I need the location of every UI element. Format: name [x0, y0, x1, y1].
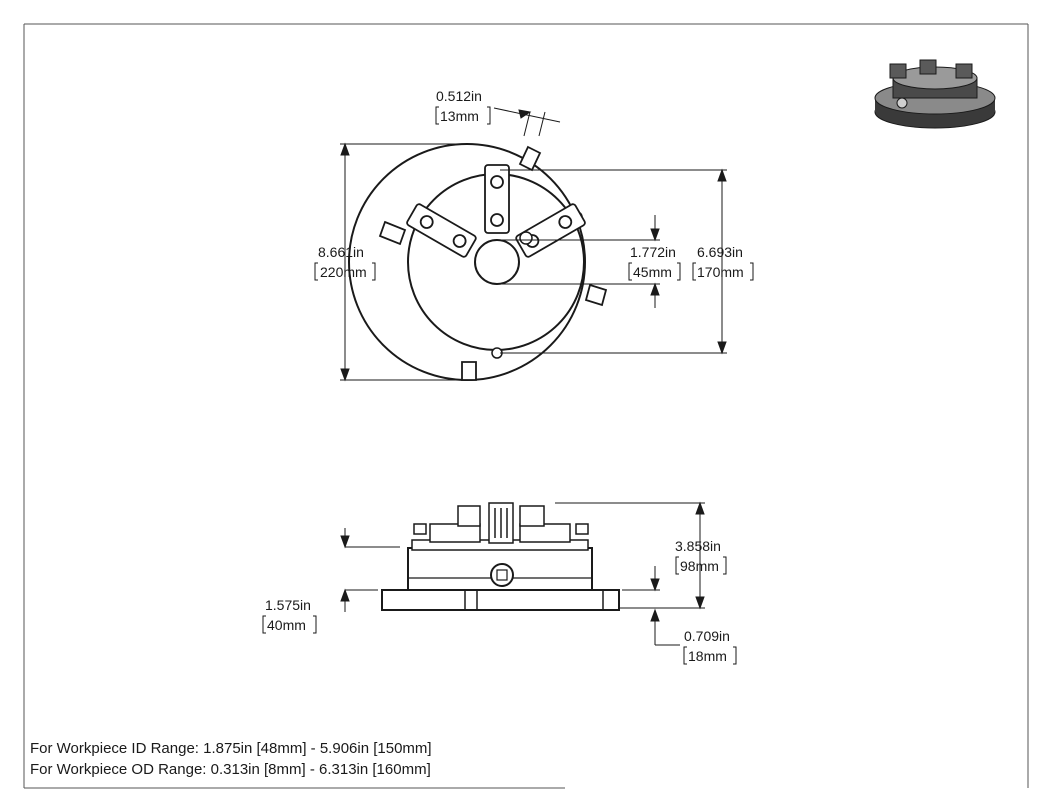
jaw-side-center	[488, 502, 514, 544]
outer-diameter-imperial: 8.661in	[318, 244, 364, 260]
chuck-isometric-thumbnail	[874, 59, 996, 129]
slot-width-metric: 13mm	[440, 108, 479, 124]
body-diameter-imperial: 6.693in	[697, 244, 743, 260]
top-dimension-lines	[340, 107, 727, 382]
id-range-note: For Workpiece ID Range: 1.875in [48mm] -…	[30, 740, 432, 757]
od-range-note: For Workpiece OD Range: 0.313in [8mm] - …	[30, 761, 431, 778]
flange-slots	[378, 145, 608, 381]
chuck-top-view	[348, 143, 608, 381]
sheet-border	[23, 23, 1029, 789]
side-dimension-lines	[340, 501, 705, 646]
overall-height-imperial: 3.858in	[675, 538, 721, 554]
overall-height-metric: 98mm	[680, 558, 719, 574]
jaw-step-metric: 40mm	[267, 617, 306, 633]
center-bore	[474, 239, 520, 285]
base-thickness-metric: 18mm	[688, 648, 727, 664]
center-bore-imperial: 1.772in	[630, 244, 676, 260]
key-socket	[519, 231, 533, 245]
outer-diameter-metric: 220mm	[320, 264, 367, 280]
base-plate	[381, 589, 620, 611]
chuck-side-view	[381, 502, 620, 611]
jaw-side-left	[413, 505, 481, 543]
dimension-labels: 0.512in 13mm 8.661in 220mm 1.772in 45mm …	[265, 88, 744, 664]
slot-width-imperial: 0.512in	[436, 88, 482, 104]
jaw-top	[484, 164, 510, 234]
body-diameter-metric: 170mm	[697, 264, 744, 280]
metric-brackets	[262, 106, 754, 665]
jaw-left	[406, 203, 477, 258]
jaw-step-imperial: 1.575in	[265, 597, 311, 613]
center-bore-metric: 45mm	[633, 264, 672, 280]
base-thickness-imperial: 0.709in	[684, 628, 730, 644]
jaw-side-right	[519, 505, 589, 543]
